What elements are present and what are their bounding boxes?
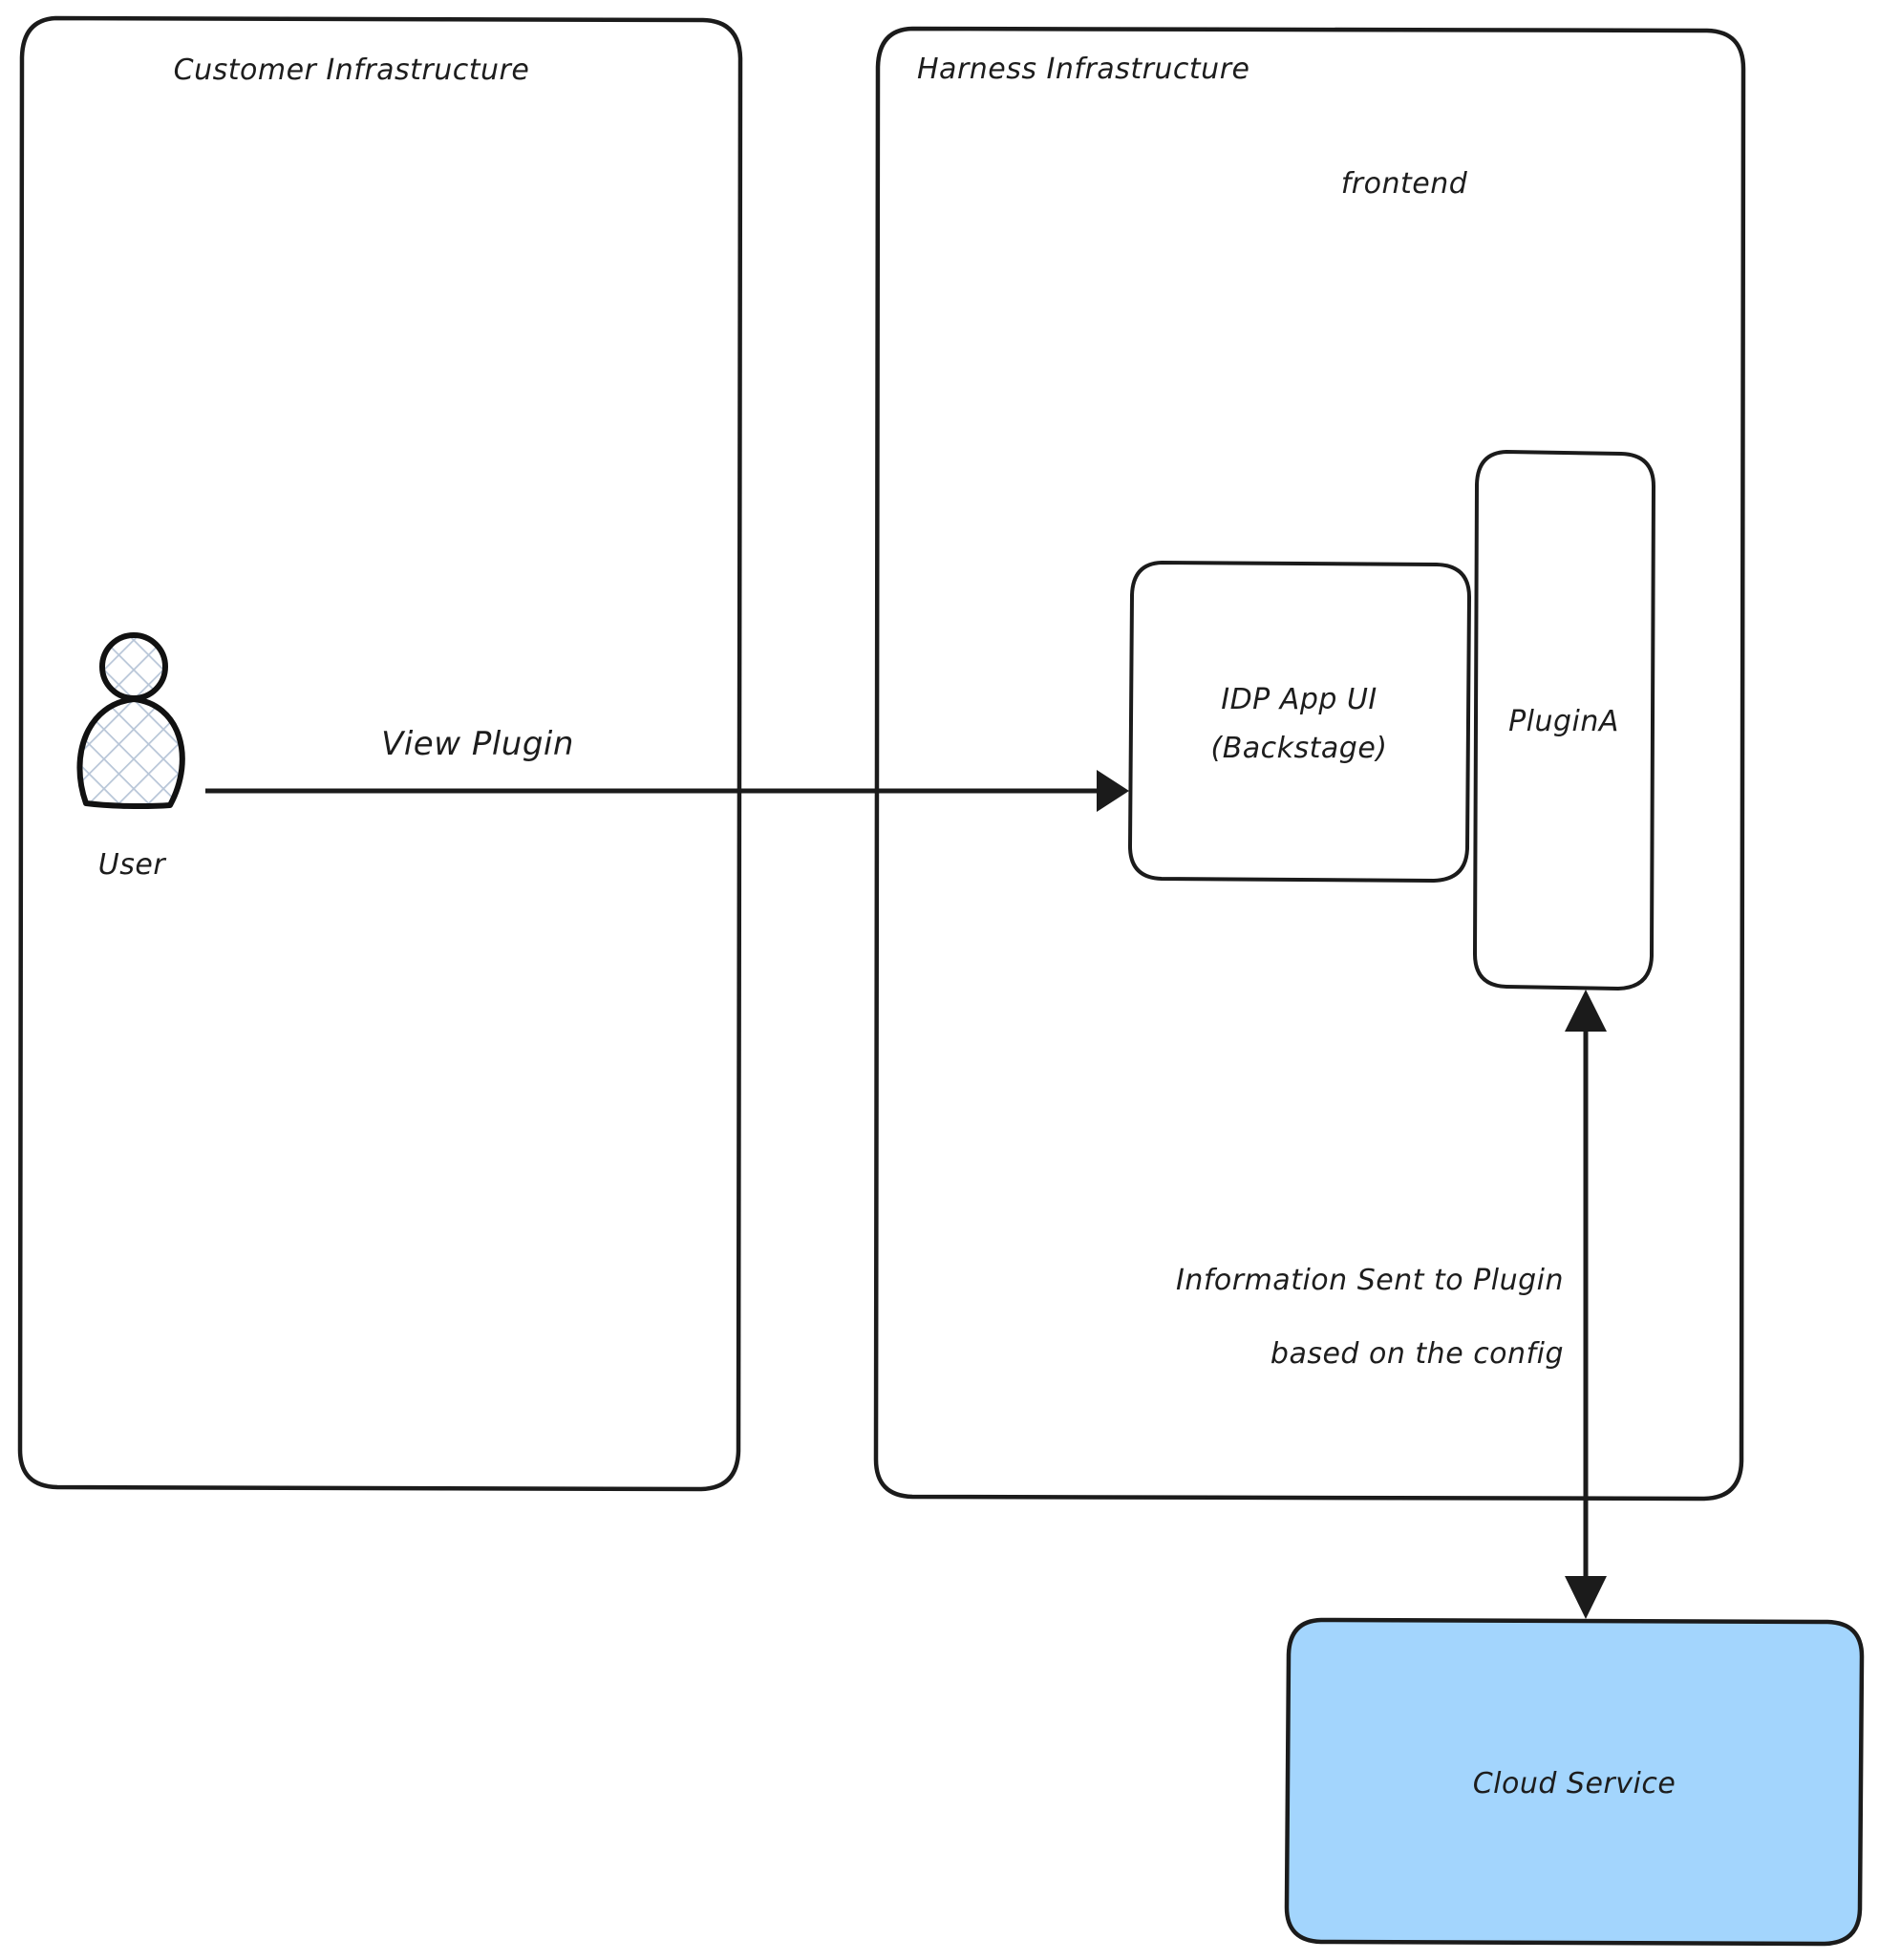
- container-harness-infrastructure-label: Harness Infrastructure: [917, 53, 1250, 86]
- actor-user-label: User: [98, 848, 167, 882]
- container-customer-infrastructure-label: Customer Infrastructure: [174, 53, 530, 87]
- user-head-icon: [99, 632, 168, 701]
- edge-cloud-to-plugin[interactable]: Information Sent to Plugin based on the …: [1176, 990, 1607, 1619]
- edge-cloud-to-plugin-label-line1: Information Sent to Plugin: [1176, 1264, 1564, 1297]
- node-idp-app-ui-label-line1: IDP App UI: [1221, 683, 1377, 716]
- node-cloud-service[interactable]: Cloud Service: [1284, 1617, 1865, 1947]
- node-cloud-service-shape: [1284, 1617, 1865, 1947]
- node-idp-app-ui-shape: [1128, 561, 1471, 883]
- edge-user-to-idp-arrowhead: [1097, 770, 1129, 812]
- node-plugin-a-shape: [1473, 450, 1655, 991]
- edge-user-to-idp-label: View Plugin: [381, 725, 574, 763]
- container-customer-infrastructure[interactable]: Customer Infrastructure: [17, 15, 743, 1492]
- node-idp-app-ui[interactable]: IDP App UI (Backstage): [1128, 561, 1471, 883]
- edge-cloud-to-plugin-label-line2: based on the config: [1270, 1337, 1564, 1371]
- node-cloud-service-label: Cloud Service: [1473, 1767, 1676, 1800]
- node-plugin-a-label: PluginA: [1508, 705, 1619, 738]
- user-actor-icon: [76, 696, 185, 810]
- actor-user[interactable]: User: [76, 632, 185, 882]
- edge-cloud-to-plugin-arrowhead-up: [1565, 990, 1607, 1032]
- container-customer-infrastructure-shape: [17, 15, 743, 1492]
- node-plugin-a[interactable]: PluginA: [1473, 450, 1655, 991]
- group-label-frontend: frontend: [1341, 167, 1468, 201]
- node-idp-app-ui-label-line2: (Backstage): [1210, 732, 1387, 765]
- edge-user-to-idp[interactable]: View Plugin: [205, 725, 1129, 812]
- edge-cloud-to-plugin-arrowhead-down: [1565, 1576, 1607, 1619]
